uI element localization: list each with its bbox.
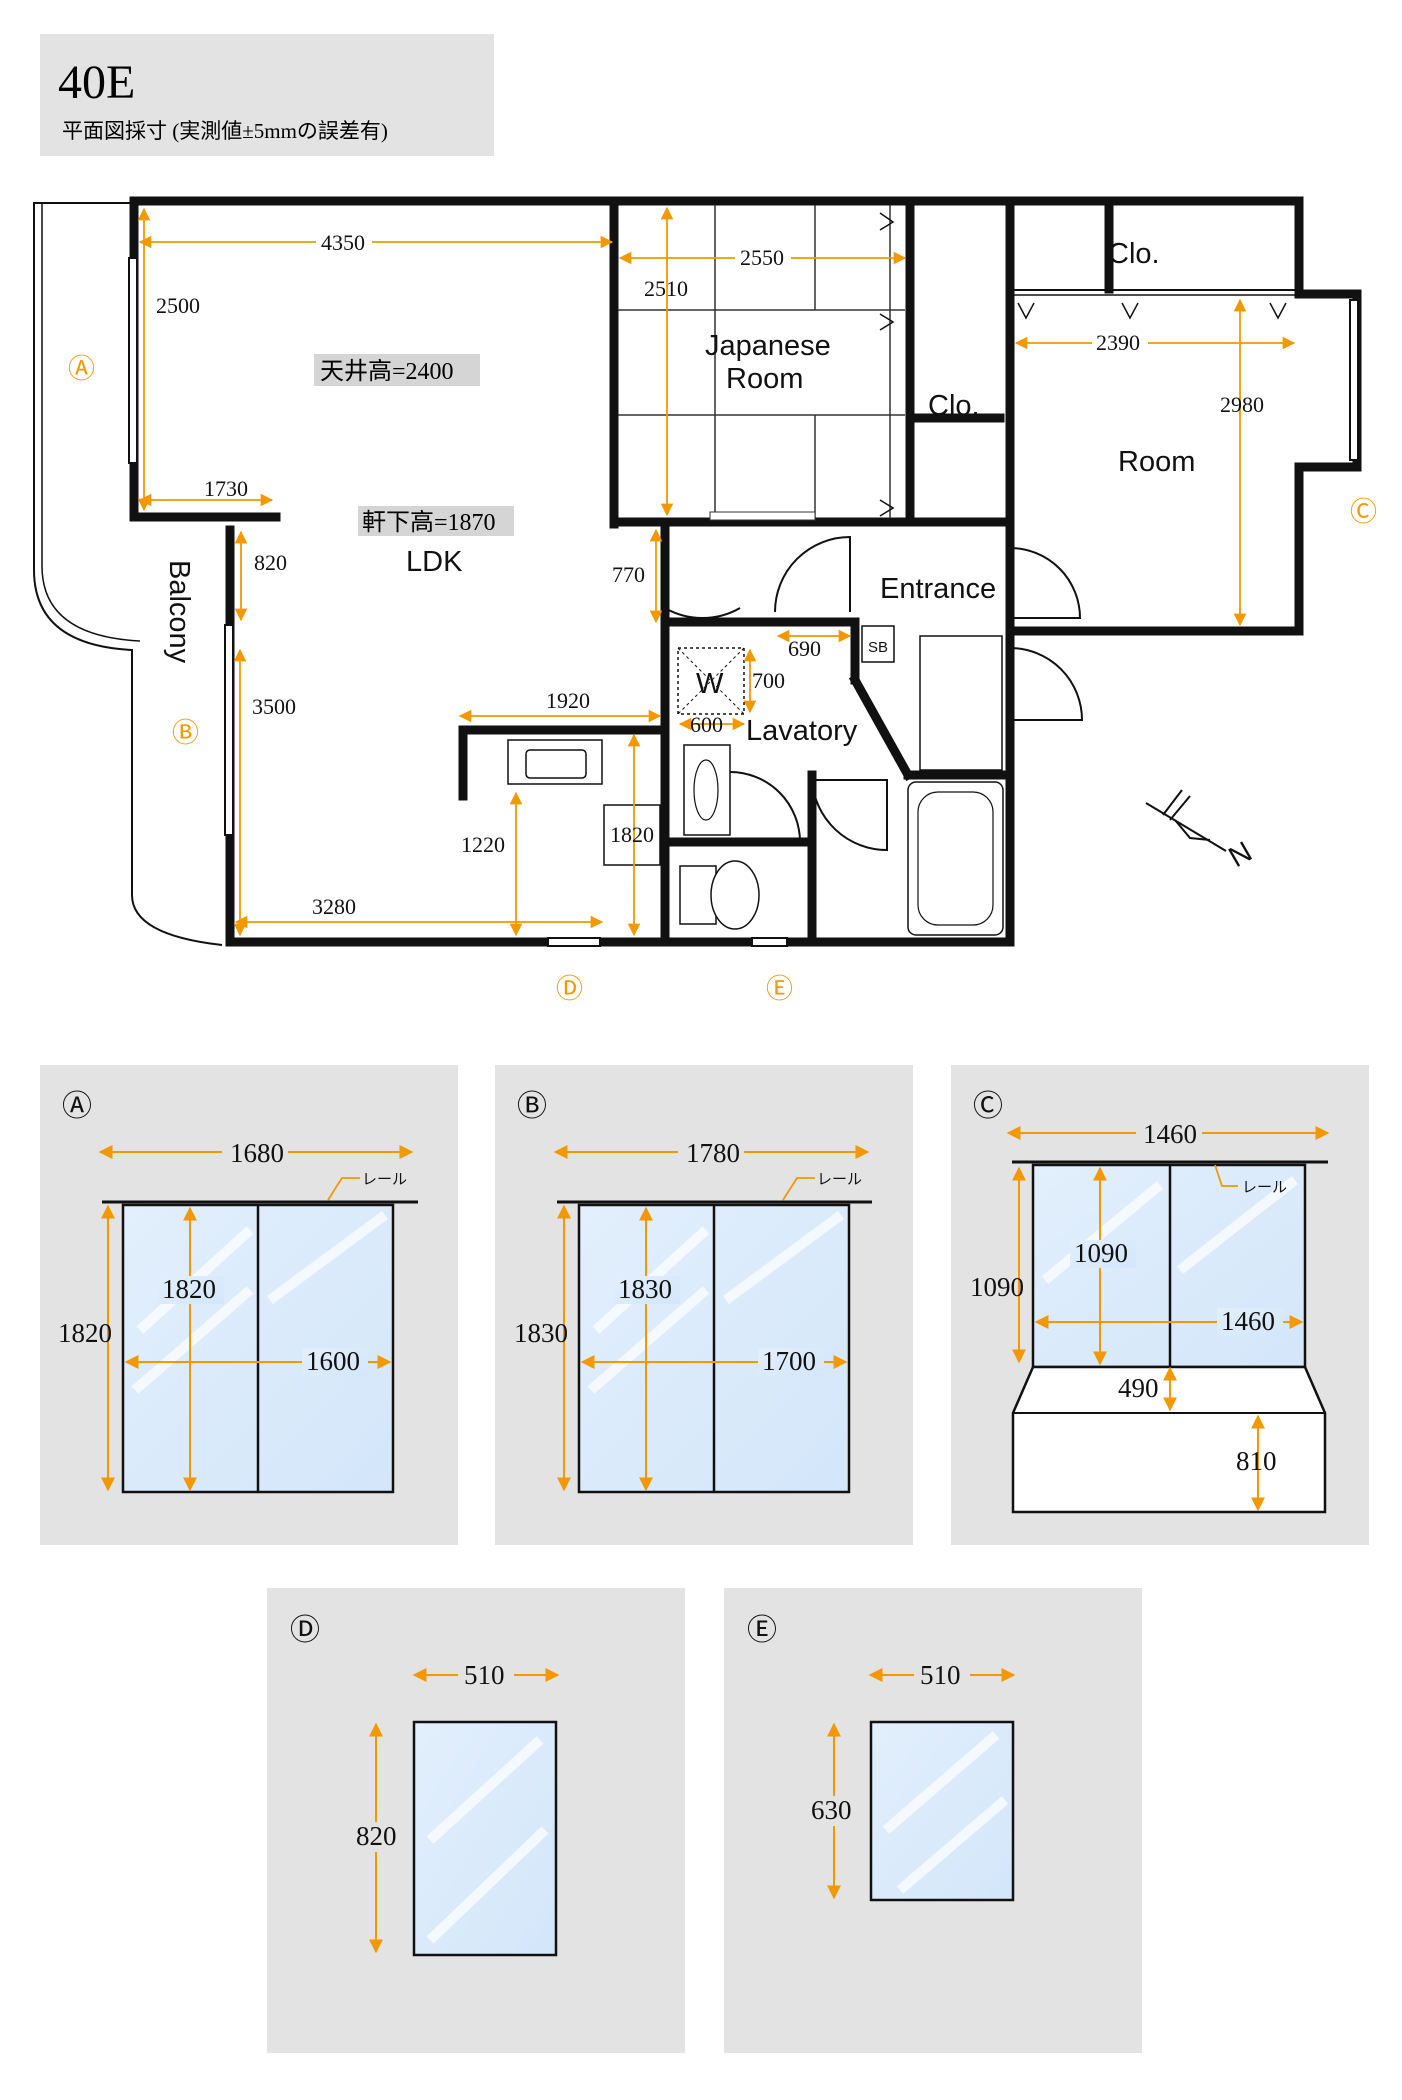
plan-windows [128, 257, 1359, 947]
ldk-label: LDK [406, 546, 463, 578]
marker-a: Ⓐ [68, 354, 95, 385]
dim-2390: 2390 [1096, 330, 1140, 355]
header-box: 40E 平面図採寸 (実測値±5mmの誤差有) [40, 34, 494, 156]
sb-box [861, 625, 895, 663]
window-c-base: 810 [1236, 1446, 1277, 1476]
dim-600: 600 [690, 712, 723, 737]
window-panel-a: Ⓐ 1680 レール 1820 1820 1600 [40, 1065, 458, 1545]
shoe-box [919, 635, 1003, 771]
dim-2980: 2980 [1220, 392, 1264, 417]
dim-690: 690 [788, 636, 821, 661]
window-b-rail-label: レール [817, 1171, 862, 1188]
marker-e: Ⓔ [766, 974, 793, 1005]
closet-label-1: Clo. [1108, 238, 1160, 270]
window-b-inner-height: 1830 [618, 1274, 672, 1304]
window-a-marker: Ⓐ [62, 1089, 92, 1124]
washbasin [683, 744, 731, 836]
ceiling-height-label: 天井高=2400 [320, 358, 454, 385]
doors [664, 533, 1084, 852]
walls [129, 196, 1362, 947]
washer-pan [677, 647, 745, 715]
window-c-rail-label: レール [1242, 1179, 1287, 1196]
window-d-width: 510 [464, 1660, 505, 1690]
window-c-inner-width: 1460 [1221, 1306, 1275, 1336]
window-a-height: 1820 [58, 1318, 112, 1348]
entrance-label: Entrance [880, 573, 996, 605]
marker-c: Ⓒ [1350, 497, 1377, 528]
balcony-outline [33, 202, 223, 946]
floor-plan: 4350 2500 1730 820 3500 1920 1220 3280 1… [33, 196, 1377, 1005]
window-b-height: 1830 [514, 1318, 568, 1348]
window-d-marker: Ⓓ [290, 1613, 320, 1648]
japanese-room-label-1: Japanese [705, 330, 831, 362]
window-a-width: 1680 [230, 1138, 284, 1168]
window-a-inner-height: 1820 [162, 1274, 216, 1304]
toilet-bowl [710, 860, 760, 930]
window-panel-e: Ⓔ 510 630 [724, 1588, 1142, 2053]
dim-1220: 1220 [461, 832, 505, 857]
japanese-room-sliding-door [709, 511, 816, 521]
dim-2510: 2510 [644, 276, 688, 301]
dim-700: 700 [752, 668, 785, 693]
eaves-height-label: 軒下高=1870 [362, 509, 496, 536]
balcony-label: Balcony [163, 560, 195, 664]
window-c-inner-height: 1090 [1074, 1238, 1128, 1268]
eaves-height-bg [358, 506, 514, 536]
ceiling-height-bg [314, 354, 480, 386]
window-panel-d: Ⓓ 510 820 [267, 1588, 685, 2053]
window-b-inner-width: 1700 [762, 1346, 816, 1376]
sb-label: SB [868, 639, 888, 656]
closet-markers [879, 212, 1287, 517]
window-a-inner-width: 1600 [306, 1346, 360, 1376]
north-arrow-icon [1145, 789, 1227, 852]
page-subtitle: 平面図採寸 (実測値±5mmの誤差有) [62, 119, 388, 143]
washer-label: W [696, 668, 724, 700]
marker-d: Ⓓ [556, 974, 583, 1005]
window-c-gap: 490 [1118, 1373, 1159, 1403]
window-e-marker: Ⓔ [747, 1613, 777, 1648]
dim-3280: 3280 [312, 894, 356, 919]
dim-820: 820 [254, 550, 287, 575]
dim-770: 770 [612, 562, 645, 587]
window-a-rail-label: レール [362, 1171, 407, 1188]
window-c-marker: Ⓒ [973, 1089, 1003, 1124]
balcony-inner-outline [41, 202, 141, 642]
dim-1730: 1730 [204, 476, 248, 501]
window-panel-c: Ⓒ 1460 レール 1090 1090 1460 490 810 [951, 1065, 1369, 1545]
marker-b: Ⓑ [172, 718, 199, 749]
window-e-width: 510 [920, 1660, 961, 1690]
window-d-height: 820 [356, 1821, 397, 1851]
lavatory-label: Lavatory [746, 715, 858, 747]
window-panel-b: Ⓑ 1780 レール 1830 1830 1700 [495, 1065, 913, 1545]
closet-label-2: Clo. [928, 390, 980, 422]
dimension-labels: 4350 2500 1730 820 3500 1920 1220 3280 1… [156, 230, 1264, 919]
page-title: 40E [58, 56, 135, 109]
dim-3500: 3500 [252, 694, 296, 719]
japanese-room-label-2: Room [726, 363, 803, 395]
bathtub [907, 781, 1004, 936]
window-b-marker: Ⓑ [517, 1089, 547, 1124]
window-c-height: 1090 [970, 1272, 1024, 1302]
window-c-width: 1460 [1143, 1119, 1197, 1149]
room-label: Room [1118, 446, 1195, 478]
dim-4350: 4350 [321, 230, 365, 255]
window-e-height: 630 [811, 1795, 852, 1825]
north-label: N [1224, 836, 1258, 874]
dim-1920: 1920 [546, 688, 590, 713]
dim-1820: 1820 [610, 822, 654, 847]
dim-2550: 2550 [740, 245, 784, 270]
window-b-width: 1780 [686, 1138, 740, 1168]
dim-2500: 2500 [156, 293, 200, 318]
